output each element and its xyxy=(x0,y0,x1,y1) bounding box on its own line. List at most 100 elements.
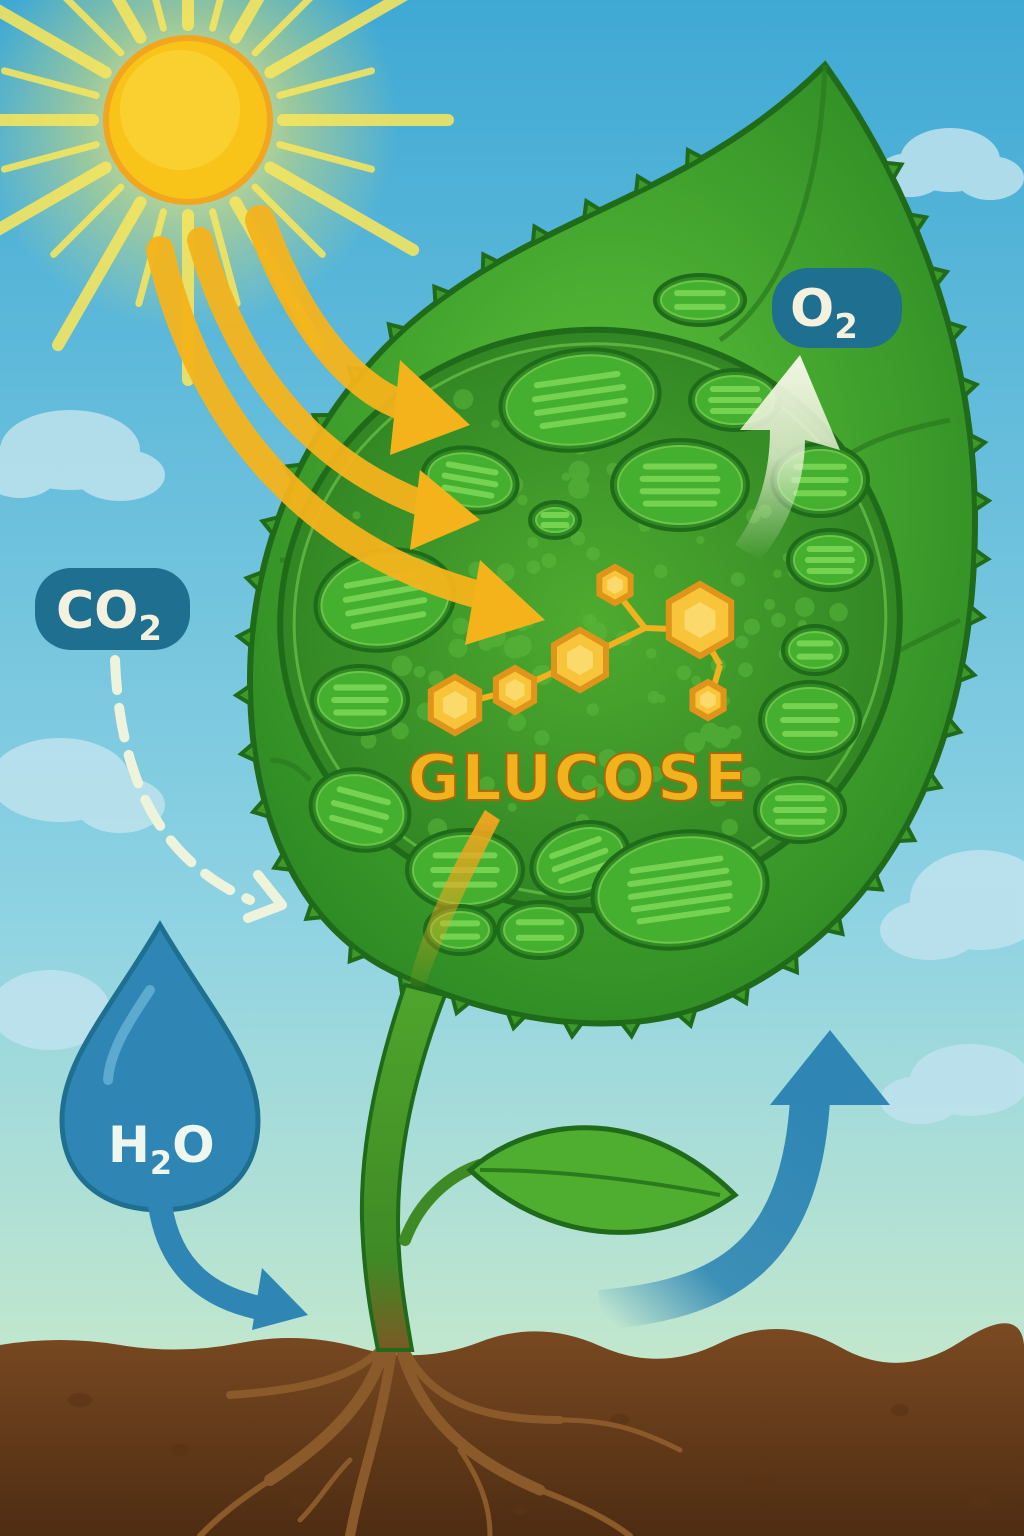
sun-ray xyxy=(276,67,376,99)
oxygen-arrow-icon xyxy=(735,355,840,560)
leaf-tooth xyxy=(303,898,327,922)
cell-granule xyxy=(478,636,494,651)
cell-granule xyxy=(614,773,623,783)
leaf-tooth xyxy=(249,795,273,820)
cell-granule xyxy=(541,553,557,569)
cell-granule xyxy=(735,635,749,649)
leaf-tooth xyxy=(972,488,993,514)
sun-ray xyxy=(63,0,125,57)
sun-ray xyxy=(264,0,408,79)
cell-granule xyxy=(617,768,636,786)
cell-granule xyxy=(773,569,782,578)
svg-text:H2O: H2O xyxy=(108,1116,215,1182)
cell-granule xyxy=(598,748,618,769)
leaf-tooth xyxy=(560,1019,586,1040)
chloroplast-icon xyxy=(781,624,849,676)
cell-granule xyxy=(586,703,600,716)
oxygen-label-main: O xyxy=(790,279,834,339)
leaf-tooth xyxy=(258,514,282,539)
molecule-ring-center xyxy=(700,691,716,709)
soil-pebbles xyxy=(68,1393,990,1515)
roots xyxy=(197,1339,683,1536)
sun-ray xyxy=(0,161,112,236)
cell-granule xyxy=(534,730,550,746)
leaf-tooth xyxy=(971,545,992,571)
glucose-label: GLUCOSE xyxy=(407,742,748,816)
sun-ray xyxy=(111,0,147,44)
leaf-tooth xyxy=(633,173,657,197)
oxygen-label-sub: 2 xyxy=(834,307,858,347)
leaf-tooth xyxy=(271,849,295,873)
rising-arrow-icon xyxy=(598,1030,890,1330)
cell-granule xyxy=(507,712,527,732)
stem xyxy=(359,982,448,1352)
arrow-icon xyxy=(187,227,480,550)
leaf-tooth xyxy=(432,283,455,308)
cell-granule xyxy=(526,560,541,574)
leaf-tooth xyxy=(920,769,944,793)
cloud-icon xyxy=(880,1044,1024,1124)
chloroplasts xyxy=(308,273,874,960)
cell-granule xyxy=(491,419,500,429)
cell-granule xyxy=(676,665,692,681)
chloroplast-icon xyxy=(758,680,862,760)
carbon-dioxide-label: CO2 xyxy=(35,568,190,650)
leaf-tooth xyxy=(237,739,259,765)
sunlight-arrows xyxy=(146,205,545,645)
svg-text:CO2: CO2 xyxy=(56,581,162,649)
clouds xyxy=(0,128,1024,1124)
chloroplast-icon xyxy=(653,273,747,327)
cell-granule xyxy=(507,802,517,812)
leaf-tooth xyxy=(861,869,885,892)
cell-granule xyxy=(709,789,728,807)
cell-granule xyxy=(527,536,539,549)
sun-ray xyxy=(251,183,326,258)
cell-granule xyxy=(561,472,571,481)
leaf-tooth xyxy=(504,1009,530,1032)
chloroplast-icon xyxy=(753,776,847,844)
leaf-tooth xyxy=(822,913,846,937)
water-drop-icon: H2O xyxy=(59,920,261,1213)
oxygen-label: O2 xyxy=(772,268,902,348)
cell-granule xyxy=(510,635,532,657)
leaf-tooth xyxy=(581,197,605,222)
leaf-tooth xyxy=(243,568,266,594)
leaf-tooth xyxy=(386,321,410,345)
leaf-tooth xyxy=(966,602,988,628)
cell-granule xyxy=(730,572,745,587)
cloud-icon xyxy=(0,970,110,1050)
cell-granule xyxy=(763,598,776,611)
cloud-icon xyxy=(0,410,165,501)
leaf-tooth xyxy=(684,146,707,171)
cell-granule xyxy=(647,766,664,782)
leaf-tooth xyxy=(347,940,370,965)
cloud-icon xyxy=(880,850,1024,960)
co2-label-sub: 2 xyxy=(138,609,162,649)
cell-granule xyxy=(581,775,597,791)
sun-ray xyxy=(209,0,224,32)
cell-granule xyxy=(448,638,468,658)
sun-ray xyxy=(276,141,376,173)
cell-granule xyxy=(517,494,528,506)
sun-ray xyxy=(209,208,241,308)
cloud-icon xyxy=(0,738,165,833)
chloroplast-icon xyxy=(310,664,410,736)
cell-granule xyxy=(478,776,495,793)
leaf-tooth xyxy=(906,211,930,236)
h2o-label-post: O xyxy=(172,1116,215,1174)
cell-granule xyxy=(645,648,657,659)
cell-granule xyxy=(721,818,739,836)
leaf-tooth xyxy=(945,319,968,344)
sun-ray xyxy=(251,0,313,57)
chloroplast-icon xyxy=(496,900,584,960)
leaf-tooth xyxy=(941,715,964,740)
leaf-tooth xyxy=(894,821,918,844)
cell-granule xyxy=(829,603,848,622)
sun-ray xyxy=(0,4,112,79)
cell-granule xyxy=(803,602,814,613)
chloroplast-icon xyxy=(786,528,874,592)
chloroplast-icon xyxy=(610,438,750,532)
cell-granule xyxy=(727,725,742,740)
arrow-icon xyxy=(245,205,470,455)
